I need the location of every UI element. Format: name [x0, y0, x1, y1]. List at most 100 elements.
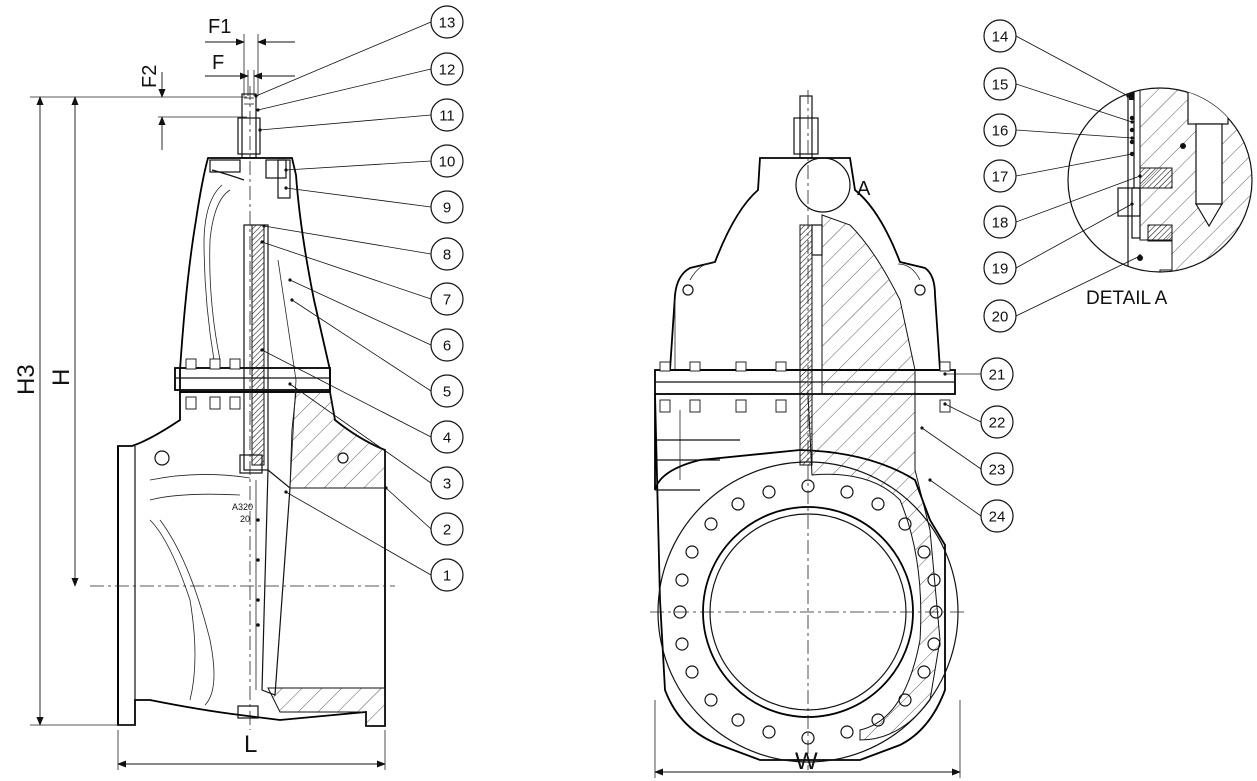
part-balloon-7: 7 [260, 240, 464, 316]
leader-line [259, 114, 432, 131]
leader-dot [288, 382, 292, 386]
part-balloon-16: 16 [983, 113, 1134, 147]
part-balloon-19: 19 [983, 202, 1134, 285]
balloon-circle [980, 452, 1014, 486]
balloon-number: 5 [443, 384, 451, 401]
leader-line [1015, 129, 1133, 139]
leader-dot [258, 128, 262, 132]
leader-line [257, 68, 432, 111]
side-section-view: A320 20 [30, 86, 395, 730]
part-balloon-18: 18 [983, 174, 1142, 239]
balloon-number: 20 [992, 309, 1009, 326]
leader-dot [260, 348, 264, 352]
leader-line [261, 241, 432, 300]
leader-line [263, 225, 432, 255]
leader-line [944, 403, 982, 423]
part-balloon-23: 23 [920, 426, 1014, 486]
balloon-number: 3 [443, 476, 451, 493]
leader-line [1015, 35, 1129, 97]
leader-dot [288, 278, 292, 282]
balloon-circle [430, 5, 464, 39]
leader-dot [1130, 120, 1134, 124]
leader-line [285, 187, 432, 208]
leader-line [261, 349, 432, 438]
balloon-number: 9 [443, 200, 451, 217]
dim-h3-label: H3 [13, 364, 40, 395]
balloon-number: 21 [989, 367, 1006, 384]
balloon-number: 19 [992, 261, 1009, 278]
part-balloon-20: 20 [983, 254, 1142, 333]
part-balloon-13: 13 [254, 5, 464, 98]
balloon-circle [430, 558, 464, 592]
balloon-circle [430, 144, 464, 178]
front-view: A W [650, 90, 965, 778]
part-balloon-10: 10 [284, 144, 464, 178]
balloon-number: 15 [992, 77, 1009, 94]
balloon-number: 18 [992, 215, 1009, 232]
leader-line [1015, 175, 1141, 223]
leader-dot [928, 478, 932, 482]
balloon-circle [983, 205, 1017, 239]
balloon-number: 13 [439, 15, 456, 32]
leader-dot [256, 108, 260, 112]
leader-dot [284, 168, 288, 172]
leader-dot [1138, 254, 1142, 258]
leader-line [255, 21, 432, 97]
body-stamp-line2: 20 [240, 514, 250, 524]
balloon-number: 8 [443, 247, 451, 264]
leader-dot [943, 402, 947, 406]
balloon-number: 4 [443, 430, 451, 447]
part-balloon-12: 12 [256, 52, 464, 112]
leader-dot [920, 426, 924, 430]
detail-a-view: DETAIL A [1067, 87, 1253, 309]
part-balloon-24: 24 [928, 478, 1014, 533]
dimension-annotations: H3 H L F2 F1 F [13, 16, 386, 770]
leader-dot [254, 94, 258, 98]
part-balloon-4: 4 [260, 348, 464, 454]
leader-dot [262, 224, 266, 228]
balloon-number: 6 [443, 338, 451, 355]
balloon-circle [983, 113, 1017, 147]
part-balloon-17: 17 [983, 152, 1134, 193]
detail-a-marker: A [857, 178, 871, 200]
leader-dot [1138, 174, 1142, 178]
leader-line [285, 160, 432, 171]
part-balloon-11: 11 [258, 98, 464, 132]
balloon-number: 12 [439, 62, 456, 79]
leader-line [1015, 83, 1133, 123]
balloon-number: 2 [443, 522, 451, 539]
part-balloon-22: 22 [943, 402, 1014, 439]
leader-dot [1130, 136, 1134, 140]
leader-line [929, 479, 982, 517]
leader-dot [384, 486, 388, 490]
leader-dot [290, 298, 294, 302]
part-balloon-8: 8 [262, 224, 464, 271]
balloon-circle [980, 499, 1014, 533]
leader-dot [260, 240, 264, 244]
leader-line [921, 427, 982, 470]
leader-line [1015, 203, 1133, 269]
balloon-circle [430, 466, 464, 500]
balloon-number: 23 [989, 462, 1006, 479]
balloon-circle [980, 405, 1014, 439]
leader-line [385, 487, 432, 530]
leader-line [285, 491, 432, 576]
part-balloon-1: 1 [284, 490, 464, 592]
balloon-circle [980, 357, 1014, 391]
balloon-circle [430, 420, 464, 454]
balloon-number: 11 [439, 108, 455, 125]
balloon-circle [430, 190, 464, 224]
part-balloon-14: 14 [983, 19, 1130, 98]
part-balloon-3: 3 [288, 382, 464, 500]
part-balloon-15: 15 [983, 67, 1134, 124]
leader-dot [1130, 202, 1134, 206]
leader-dot [1130, 152, 1134, 156]
balloon-circle [430, 98, 464, 132]
leader-dot [284, 186, 288, 190]
balloon-number: 22 [989, 415, 1006, 432]
leader-line [1015, 153, 1133, 177]
balloon-number: 7 [443, 292, 451, 309]
part-balloon-5: 5 [290, 298, 464, 408]
balloon-circle [430, 237, 464, 271]
